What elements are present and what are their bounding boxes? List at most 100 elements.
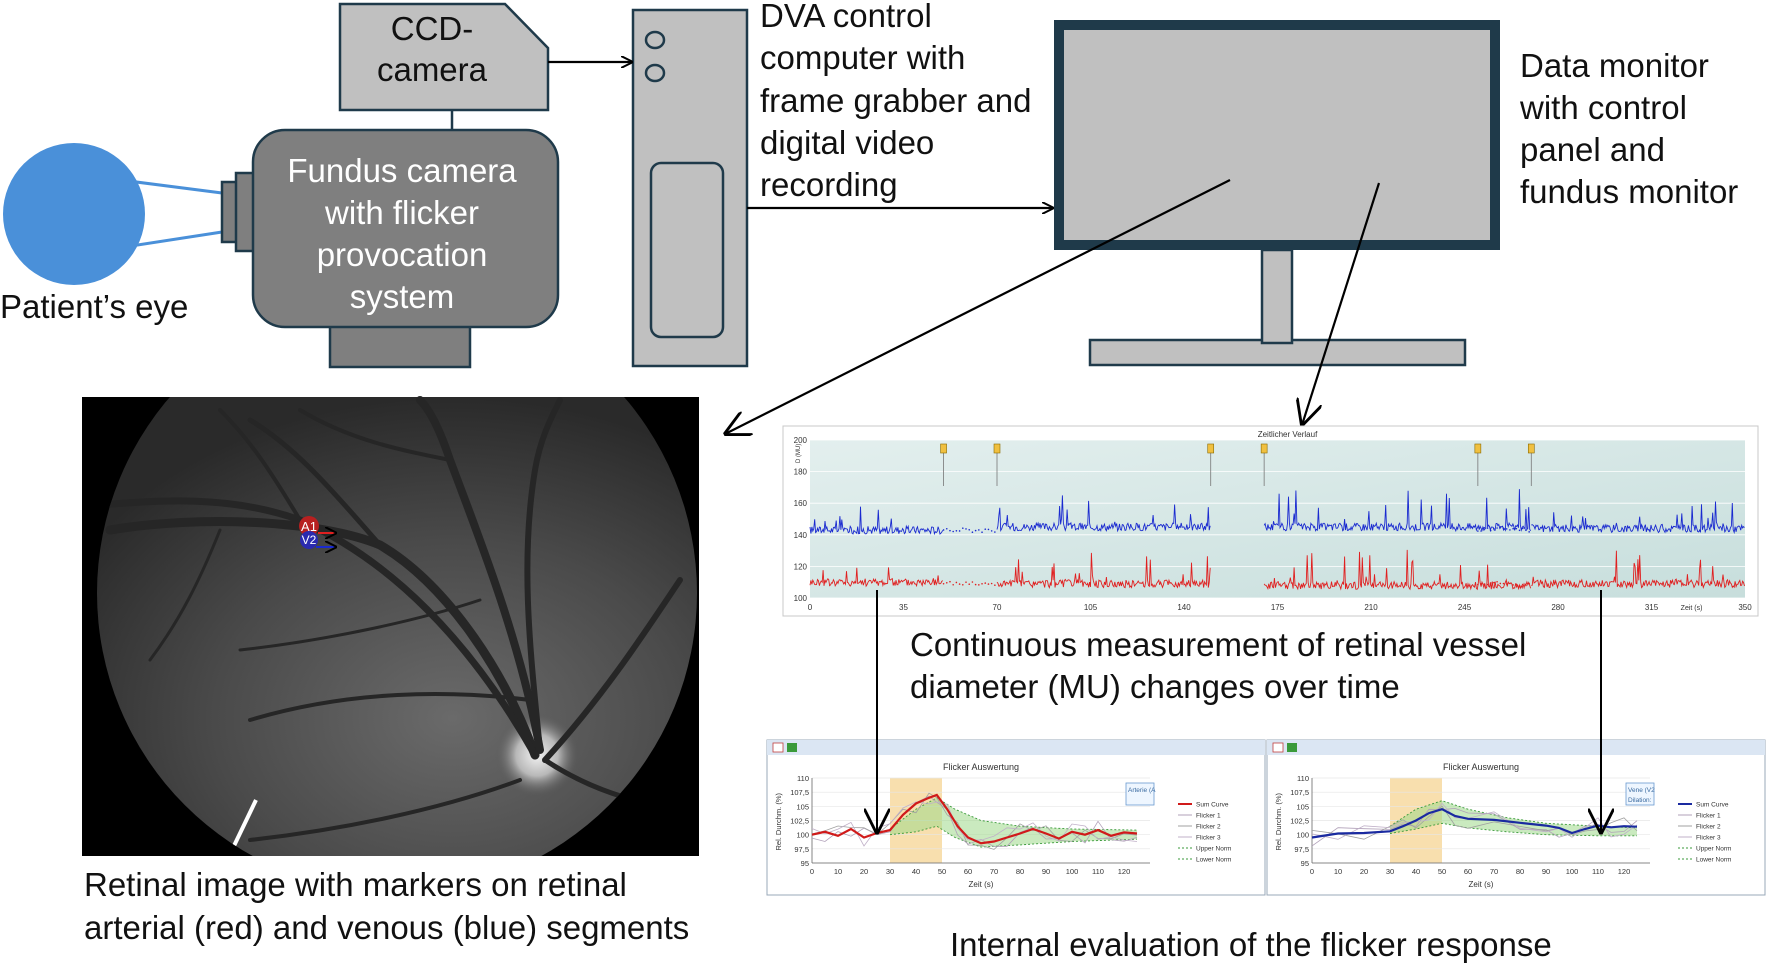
flicker-marker-flag — [1260, 443, 1268, 454]
y-tick-label: 107,5 — [790, 788, 809, 797]
x-tick-label: 40 — [912, 867, 920, 876]
legend-label: Flicker 2 — [1196, 824, 1221, 831]
series-line — [996, 552, 1211, 589]
y-axis-label: Rel. Durchm. (%) — [774, 792, 783, 850]
x-tick-label: 100 — [1566, 867, 1579, 876]
series-dot — [942, 529, 945, 531]
dva-label-line-1: DVA control — [760, 0, 932, 34]
series-dot — [1486, 527, 1489, 529]
monitor-label-line-4: fundus monitor — [1520, 173, 1738, 210]
info-box-line-1: Arterie (A — [1128, 787, 1156, 794]
series-dot — [1483, 583, 1486, 585]
series-dot — [949, 529, 951, 532]
series-dot — [1515, 583, 1518, 586]
x-tick-label: 350 — [1738, 603, 1752, 612]
y-tick-label: 107,5 — [1290, 788, 1309, 797]
x-tick-label: 50 — [938, 867, 946, 876]
series-dot — [1493, 581, 1495, 584]
legend-label: Flicker 2 — [1696, 824, 1721, 831]
retina-caption-line-2: arterial (red) and venous (blue) segment… — [84, 909, 690, 946]
flicker-curve-3 — [811, 801, 1138, 847]
monitor-label-line-3: panel and — [1520, 131, 1665, 168]
artery-marker — [299, 516, 319, 536]
legend-label: Flicker 1 — [1696, 813, 1721, 820]
fundus-label-line-1: Fundus camera — [287, 152, 517, 189]
series-dot — [952, 530, 954, 533]
dva-label-line-4: digital video — [760, 124, 934, 161]
monitor-stand — [1260, 248, 1294, 345]
plot-area — [810, 440, 1745, 598]
series-dot — [962, 527, 964, 529]
ccd-label-line-2: camera — [377, 51, 488, 88]
y-tick-label: 160 — [794, 499, 808, 508]
series-dot — [1505, 583, 1508, 585]
series-dot — [974, 583, 977, 586]
x-tick-label: 70 — [990, 867, 998, 876]
series-dot — [1489, 529, 1492, 532]
flicker-marker-flag — [1527, 443, 1535, 454]
dva-computer-button-2 — [644, 63, 666, 83]
series-dot — [958, 583, 961, 585]
series-dot — [1518, 584, 1521, 587]
ccd-label-line-1: CCD- — [391, 10, 473, 47]
fundus-camera-base — [328, 323, 472, 369]
x-tick-label: 0 — [810, 867, 814, 876]
info-box — [1625, 782, 1655, 806]
norm-band — [1390, 800, 1637, 836]
legend-label: Flicker 1 — [1196, 813, 1221, 820]
x-tick-label: 105 — [1084, 603, 1098, 612]
x-tick-label: 315 — [1645, 603, 1659, 612]
series-dot — [949, 580, 951, 583]
series-dot — [1499, 526, 1502, 529]
x-axis-label: Zeit (s) — [969, 880, 994, 889]
internal-caption: Internal evaluation of the flicker respo… — [950, 926, 1552, 963]
x-tick-label: 60 — [1464, 867, 1472, 876]
legend-label: Lower Norm — [1196, 857, 1231, 864]
y-tick-label: 97,5 — [794, 845, 809, 854]
dva-computer-button-1 — [644, 30, 666, 50]
series-dot — [1480, 530, 1482, 532]
x-tick-label: 30 — [1386, 867, 1394, 876]
x-tick-label: 110 — [1592, 867, 1604, 876]
norm-band — [890, 797, 1137, 848]
x-tick-label: 35 — [899, 603, 908, 612]
dva-computer-drive — [649, 161, 725, 339]
x-tick-label: 0 — [808, 603, 813, 612]
series-dot — [1483, 527, 1486, 529]
info-box — [1125, 782, 1155, 806]
monitor-screen — [1064, 30, 1490, 240]
y-tick-label: 95 — [801, 859, 809, 868]
vein-marker — [300, 531, 318, 549]
x-tick-label: 40 — [1412, 867, 1420, 876]
series-dot — [1496, 527, 1498, 529]
patient-eye — [3, 143, 223, 285]
lower-norm-line — [1389, 822, 1637, 837]
x-tick-label: 175 — [1271, 603, 1285, 612]
legend-label: Upper Norm — [1196, 846, 1231, 853]
x-tick-label: 245 — [1458, 603, 1472, 612]
series-dot — [1512, 527, 1514, 530]
x-tick-label: 140 — [1177, 603, 1191, 612]
series-dot — [990, 530, 993, 532]
flicker-title: Flicker Auswertung — [943, 762, 1019, 772]
series-dot — [990, 582, 993, 585]
continuous-caption-line-2: diameter (MU) changes over time — [910, 668, 1400, 705]
fundus-camera-body — [251, 128, 560, 329]
series-dot — [965, 581, 967, 583]
y-axis-label: Rel. Durchm. (%) — [1274, 792, 1283, 850]
series-dot — [1528, 582, 1530, 585]
y-tick-label: 105 — [796, 802, 809, 811]
toolbar-icon-1 — [1272, 742, 1284, 753]
continuous-caption-line-1: Continuous measurement of retinal vessel — [910, 626, 1527, 663]
series-line — [1531, 550, 1745, 590]
y-tick-label: 120 — [794, 562, 808, 571]
dva-computer — [631, 8, 749, 368]
flicker-panel — [766, 739, 1266, 896]
series-dot — [1489, 582, 1492, 584]
series-dot — [958, 530, 961, 532]
retinal-image: A1 V2 — [82, 396, 699, 856]
eye-label: Patient’s eye — [0, 288, 188, 325]
series-dot — [1525, 584, 1527, 587]
series-dot — [955, 581, 958, 584]
